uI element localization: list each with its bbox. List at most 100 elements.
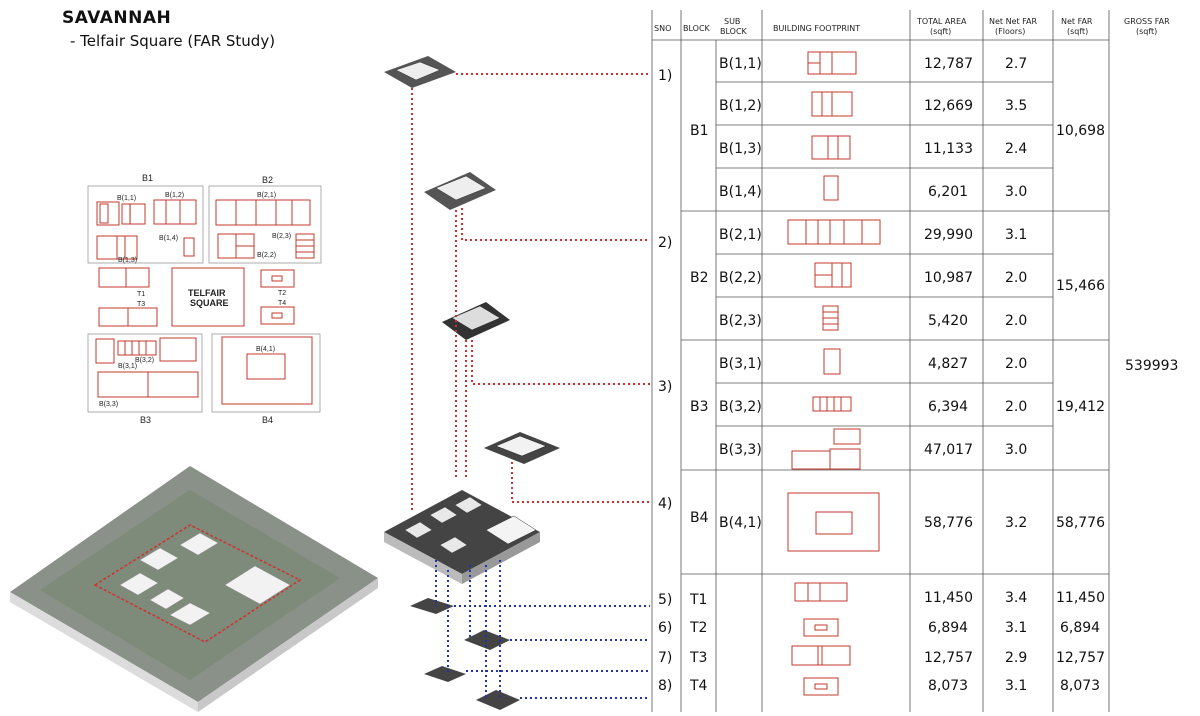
row-6-total-area: 10,987 [924,270,973,286]
plan-telfair-square [171,267,245,327]
sno-7: 7) [658,650,672,666]
row-2-net-net-far: 3.5 [1005,98,1027,114]
block-t3: T3 [689,650,707,666]
footprint-b12 [811,91,853,117]
sno-3: 3) [658,379,672,395]
footprint-t3 [791,645,851,666]
header-gross-far-1: GROSS FAR [1124,17,1170,26]
plan-label-t4: T4 [278,300,286,307]
sno-1: 1) [658,68,672,84]
plan-label-t3: T3 [137,301,145,308]
sub-block-column: B(1,1) B(1,2) B(1,3) B(1,4) B(2,1) B(2,2… [719,56,762,531]
footprint-b23 [822,305,839,331]
row-12-net-net-far: 3.4 [1005,590,1027,606]
footprint-b31 [823,348,841,375]
row-11-sub-block: B(4,1) [719,515,762,531]
axon-block-b1 [384,56,456,88]
plan-label-b2: B2 [262,175,273,185]
plan-block-b4-outline [211,333,321,413]
row-1-total-area: 12,787 [924,56,973,72]
row-11-net-net-far: 3.2 [1005,515,1027,531]
sno-6: 6) [658,620,672,636]
page-title: SAVANNAH [62,8,172,28]
total-area-column: 12,787 12,669 11,133 6,201 29,990 10,987… [924,56,973,694]
net-far-t2: 6,894 [1060,620,1100,636]
axon-block-t4 [476,690,520,710]
row-9-net-net-far: 2.0 [1005,399,1027,415]
net-far-b4: 58,776 [1056,515,1105,531]
net-far-b3: 19,412 [1056,399,1105,415]
block-b3: B3 [690,399,709,415]
leader-lines [411,73,650,700]
row-5-sub-block: B(2,1) [719,227,762,243]
exploded-axon [384,56,560,710]
plan-block-b3-outline [87,333,203,413]
footprint-b13 [811,135,851,160]
row-6-sub-block: B(2,2) [719,270,762,286]
row-8-total-area: 4,827 [928,356,968,372]
plan-label-b41: B(4,1) [256,346,275,353]
sno-5: 5) [658,592,672,608]
header-total-area-2: (sqft) [930,27,951,36]
page-subtitle: - Telfair Square (FAR Study) [70,32,276,50]
row-2-total-area: 12,669 [924,98,973,114]
footprint-b21 [787,219,881,245]
footprint-t2 [803,618,839,637]
block-t4: T4 [689,678,708,694]
row-9-total-area: 6,394 [928,399,968,415]
footprint-column [787,51,881,696]
plan-label-b23: B(2,3) [272,233,291,240]
header-net-net-far-2: (Floors) [995,27,1025,36]
far-table: SNO BLOCK SUB BLOCK BUILDING FOOTPRINT T… [651,10,1178,712]
footprint-b14 [823,175,839,201]
sno-4: 4) [658,496,672,512]
site-plan [87,185,322,413]
plan-label-b12: B(1,2) [165,192,184,199]
plan-label-b33: B(3,3) [99,401,118,408]
header-gross-far-2: (sqft) [1136,27,1157,36]
footprint-t1 [794,582,848,602]
row-3-sub-block: B(1,3) [719,141,762,157]
sno-8: 8) [658,678,672,694]
header-block: BLOCK [683,24,711,33]
axon-base [384,490,540,584]
row-10-total-area: 47,017 [924,442,973,458]
row-2-sub-block: B(1,2) [719,98,762,114]
row-13-net-net-far: 3.1 [1005,620,1027,636]
block-t1: T1 [689,592,707,608]
footprint-b22 [814,262,852,288]
plan-square-line1: TELFAIR [188,288,226,298]
plan-label-b14: B(1,4) [159,235,178,242]
aerial-site-image [10,466,378,712]
axon-block-b2 [424,172,496,210]
row-15-total-area: 8,073 [928,678,968,694]
block-b2: B2 [690,270,709,286]
footprint-t4 [803,677,839,696]
header-sub-block-2: BLOCK [720,27,748,36]
row-4-total-area: 6,201 [928,184,968,200]
row-5-net-net-far: 3.1 [1005,227,1027,243]
row-15-net-net-far: 3.1 [1005,678,1027,694]
header-total-area-1: TOTAL AREA [916,17,967,26]
axon-block-b4 [484,432,560,464]
header-footprint: BUILDING FOOTPRINT [773,24,860,33]
header-net-far-1: Net FAR [1061,17,1093,26]
row-7-net-net-far: 2.0 [1005,313,1027,329]
row-9-sub-block: B(3,2) [719,399,762,415]
gross-far-value: 539993 [1125,358,1178,374]
footprint-b32 [812,396,852,412]
footprint-b11 [807,51,857,75]
plan-label-b11: B(1,1) [117,195,136,202]
plan-block-b1-outline [87,185,204,264]
block-t2: T2 [689,620,707,636]
plan-label-b3: B3 [140,415,151,425]
site-plan-labels: B1 B2 B3 B4 TELFAIR SQUARE B(1,1) B(1,2)… [99,173,291,425]
plan-label-t1: T1 [137,291,145,298]
row-7-sub-block: B(2,3) [719,313,762,329]
footprint-b33 [791,428,861,470]
row-6-net-net-far: 2.0 [1005,270,1027,286]
plan-label-b31: B(3,1) [118,363,137,370]
row-1-net-net-far: 2.7 [1005,56,1027,72]
net-far-b1: 10,698 [1056,123,1105,139]
